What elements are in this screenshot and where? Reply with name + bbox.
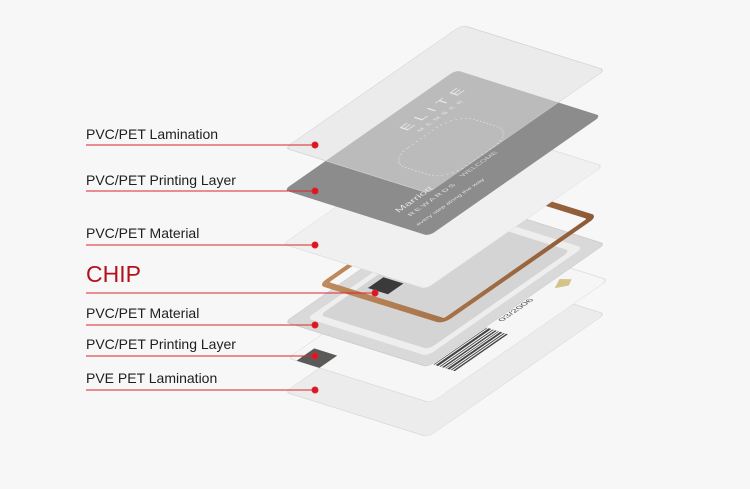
label-lower-material: PVC/PET Material <box>86 305 200 321</box>
crown-logo-icon <box>554 279 572 289</box>
card-layer-top-lamination <box>287 25 603 193</box>
barcode <box>427 325 508 372</box>
label-top-lamination: PVC/PET Lamination <box>86 126 219 142</box>
label-upper-material: PVC/PET Material <box>86 225 200 241</box>
label-bottom-lamination: PVE PET Lamination <box>86 370 218 386</box>
label-top-printing-layer: PVC/PET Printing Layer <box>86 172 236 188</box>
card-layer-lower-material <box>287 199 603 367</box>
label-chip: CHIP <box>86 261 141 287</box>
label-bottom-printing-layer: PVC/PET Printing Layer <box>86 336 236 352</box>
leader-lines <box>86 141 379 394</box>
